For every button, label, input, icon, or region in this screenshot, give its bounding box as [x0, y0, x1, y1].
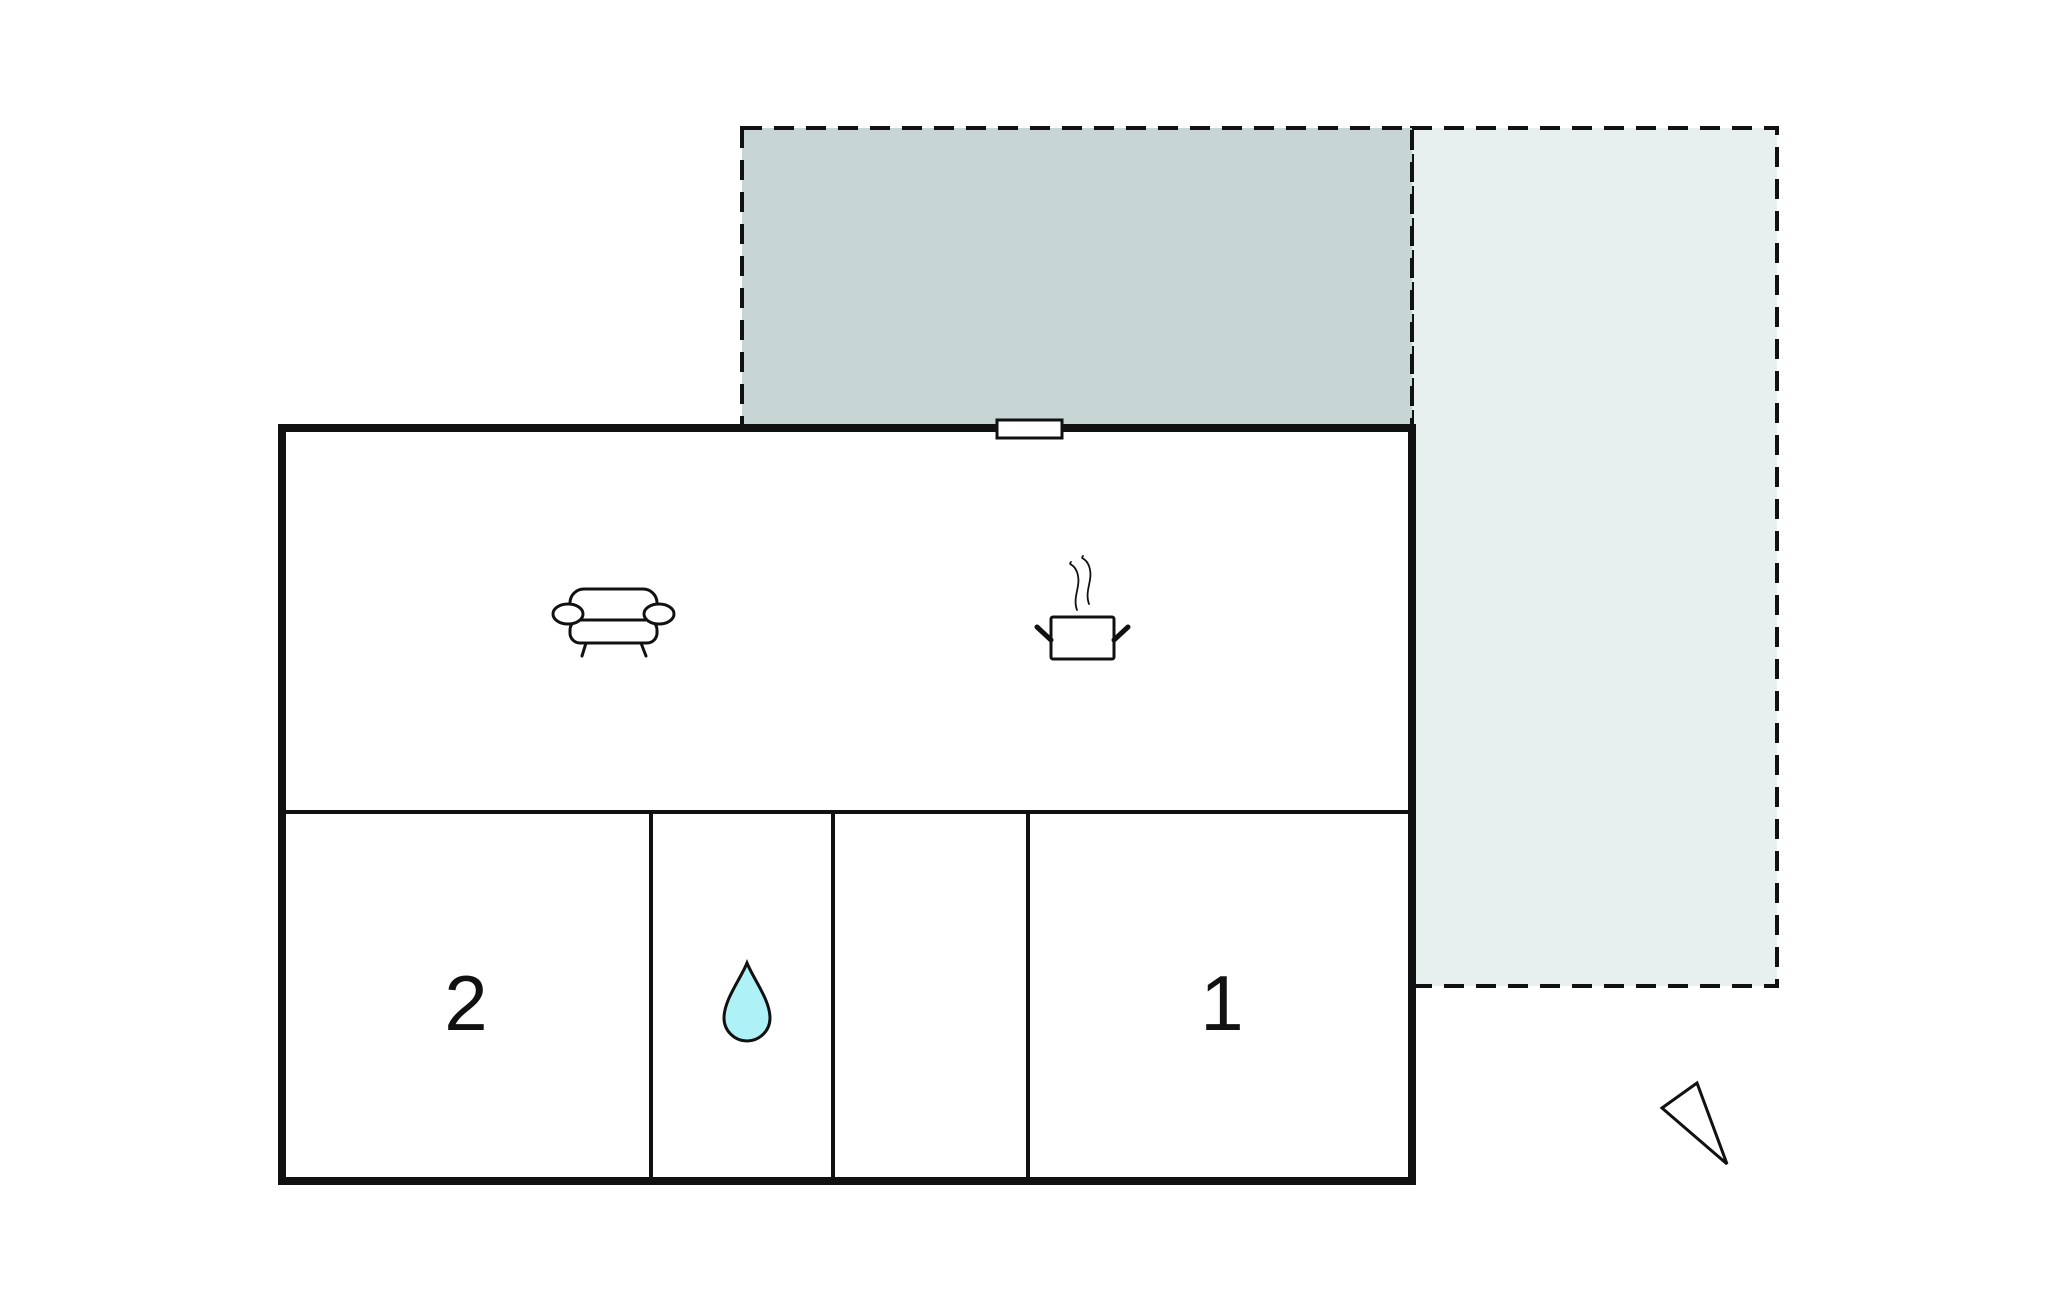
bedroom-1-label: 1: [1200, 959, 1243, 1047]
north-arrow-icon: [1659, 1080, 1729, 1166]
bedroom-2-label: 2: [444, 959, 487, 1047]
covered-terrace-area: [740, 126, 1414, 430]
cooking-pot-icon: [1034, 555, 1131, 661]
open-terrace-area: [1410, 126, 1779, 988]
water-drop-icon: [722, 959, 772, 1043]
house-outline: [278, 424, 1416, 1185]
sofa-icon: [551, 587, 676, 658]
terrace-door: [995, 418, 1064, 440]
